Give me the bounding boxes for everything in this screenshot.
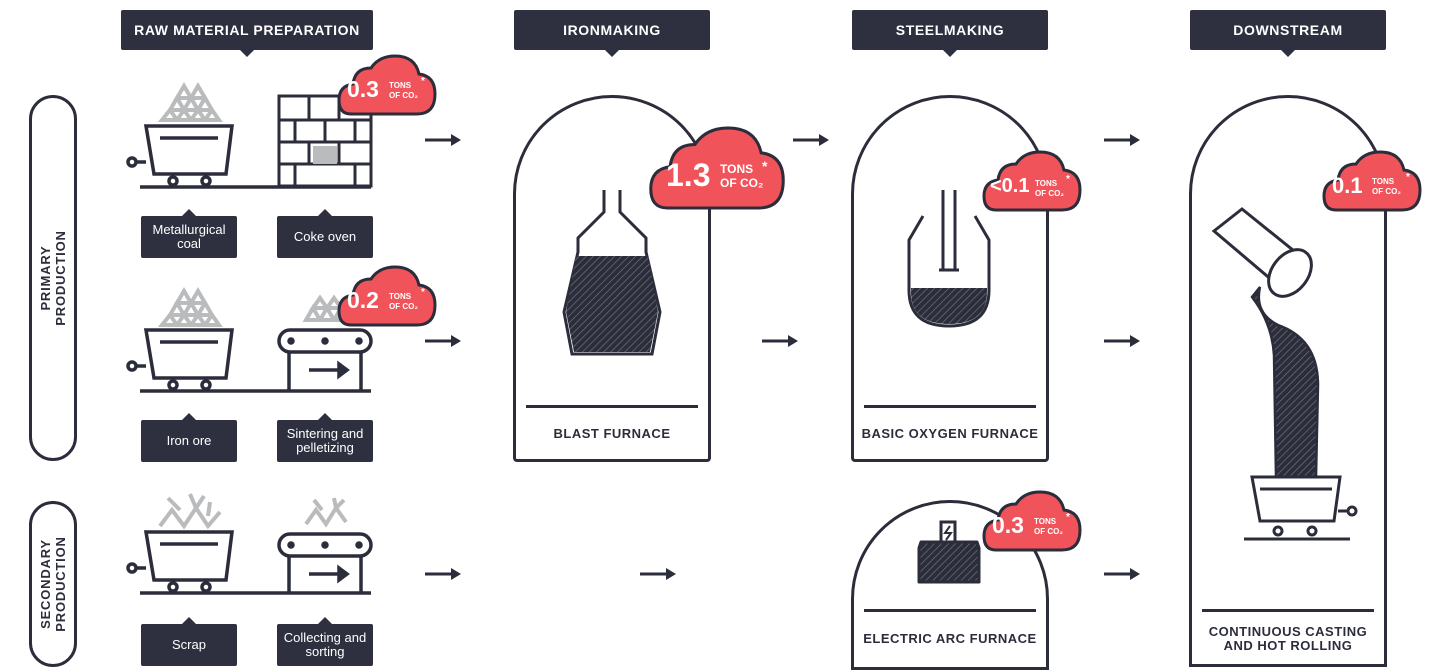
conveyor-icon xyxy=(277,532,373,594)
co2-star-blast: * xyxy=(762,158,768,174)
mine-cart-icon xyxy=(126,328,371,393)
cloud-icon xyxy=(1322,150,1422,212)
co2-unit-casting: TONS OF CO₂ xyxy=(1372,177,1401,196)
arrow-right-icon xyxy=(425,568,461,580)
primary-production-text: PRIMARY PRODUCTION xyxy=(38,230,68,326)
tag-coke-oven: Coke oven xyxy=(277,209,373,258)
cloud-icon xyxy=(982,150,1082,212)
cloud-icon xyxy=(337,265,437,327)
co2-star-sinter: * xyxy=(421,287,425,298)
scrap-bits-icon xyxy=(304,497,348,528)
cloud-icon xyxy=(337,54,437,116)
arrow-right-icon xyxy=(762,335,798,347)
conveyor-icon xyxy=(277,328,373,390)
co2-cloud-blast: 1.3 TONS OF CO₂ * xyxy=(648,120,786,216)
arrow-right-icon xyxy=(1104,134,1140,146)
bof-label: BASIC OXYGEN FURNACE xyxy=(861,426,1039,441)
blast-furnace-label: BLAST FURNACE xyxy=(553,426,671,441)
arc-furnace-icon xyxy=(917,520,981,584)
co2-star-eaf: * xyxy=(1066,512,1070,523)
co2-cloud-eaf: 0.3 TONS OF CO₂ * xyxy=(982,488,1082,554)
arrow-right-icon xyxy=(640,568,676,580)
ladle-icon xyxy=(1211,207,1358,541)
co2-unit-eaf: TONS OF CO₂ xyxy=(1034,517,1063,536)
header-downstream: DOWNSTREAM xyxy=(1190,10,1386,57)
co2-unit-blast: TONS OF CO₂ xyxy=(720,162,764,190)
blast-furnace-baseline xyxy=(526,405,698,408)
mine-cart-icon xyxy=(126,124,371,189)
header-raw-material: RAW MATERIAL PREPARATION xyxy=(121,10,373,57)
co2-cloud-bof: <0.1 TONS OF CO₂ * xyxy=(982,148,1082,214)
arrow-right-icon xyxy=(793,134,829,146)
tag-iron-ore: Iron ore xyxy=(141,413,237,462)
co2-cloud-sinter: 0.2 TONS OF CO₂ * xyxy=(337,263,437,329)
casting-label: CONTINUOUS CASTING AND HOT ROLLING xyxy=(1208,624,1368,653)
scrap-pile-icon xyxy=(158,493,222,530)
eaf-baseline xyxy=(864,609,1036,612)
co2-value-casting: 0.1 xyxy=(1332,173,1363,198)
brick-oven-icon xyxy=(277,94,373,188)
tag-collecting: Collecting and sorting xyxy=(277,617,373,666)
casting-baseline xyxy=(1202,609,1374,612)
co2-value-coke: 0.3 xyxy=(347,76,379,102)
cloud-icon xyxy=(649,126,785,210)
co2-value-sinter: 0.2 xyxy=(347,287,379,313)
arrow-right-icon xyxy=(425,134,461,146)
primary-production-label: PRIMARY PRODUCTION xyxy=(29,95,77,461)
co2-unit-bof: TONS OF CO₂ xyxy=(1035,179,1064,198)
co2-star-bof: * xyxy=(1066,174,1070,185)
sinter-pile-icon xyxy=(302,294,352,322)
tag-sintering: Sintering and pelletizing xyxy=(277,413,373,462)
cloud-icon xyxy=(982,490,1082,552)
co2-cloud-coke: 0.3 TONS OF CO₂ * xyxy=(337,52,437,118)
co2-star-coke: * xyxy=(421,76,425,87)
tag-scrap: Scrap xyxy=(141,617,237,666)
secondary-production-text: SECONDARY PRODUCTION xyxy=(38,536,68,632)
arrow-right-icon xyxy=(1104,568,1140,580)
blast-furnace-icon xyxy=(562,190,662,356)
co2-unit-coke: TONS OF CO₂ xyxy=(389,81,418,100)
co2-value-blast: 1.3 xyxy=(666,157,711,193)
co2-cloud-casting: 0.1 TONS OF CO₂ * xyxy=(1322,148,1422,214)
header-steelmaking: STEELMAKING xyxy=(852,10,1048,57)
co2-value-bof: <0.1 xyxy=(990,175,1030,197)
iron-ore-pile-icon xyxy=(157,287,223,327)
arrow-right-icon xyxy=(1104,335,1140,347)
eaf-label: ELECTRIC ARC FURNACE xyxy=(863,631,1037,646)
header-ironmaking: IRONMAKING xyxy=(514,10,710,57)
mine-cart-icon xyxy=(126,530,371,595)
secondary-production-label: SECONDARY PRODUCTION xyxy=(29,501,77,667)
co2-unit-sinter: TONS OF CO₂ xyxy=(389,292,418,311)
co2-value-eaf: 0.3 xyxy=(992,512,1024,538)
coal-pile-icon xyxy=(157,82,223,122)
bof-panel xyxy=(851,95,1049,462)
co2-star-casting: * xyxy=(1406,172,1410,183)
converter-icon xyxy=(907,190,991,328)
tag-metallurgical-coal: Metallurgical coal xyxy=(141,209,237,258)
bof-baseline xyxy=(864,405,1036,408)
arrow-right-icon xyxy=(425,335,461,347)
